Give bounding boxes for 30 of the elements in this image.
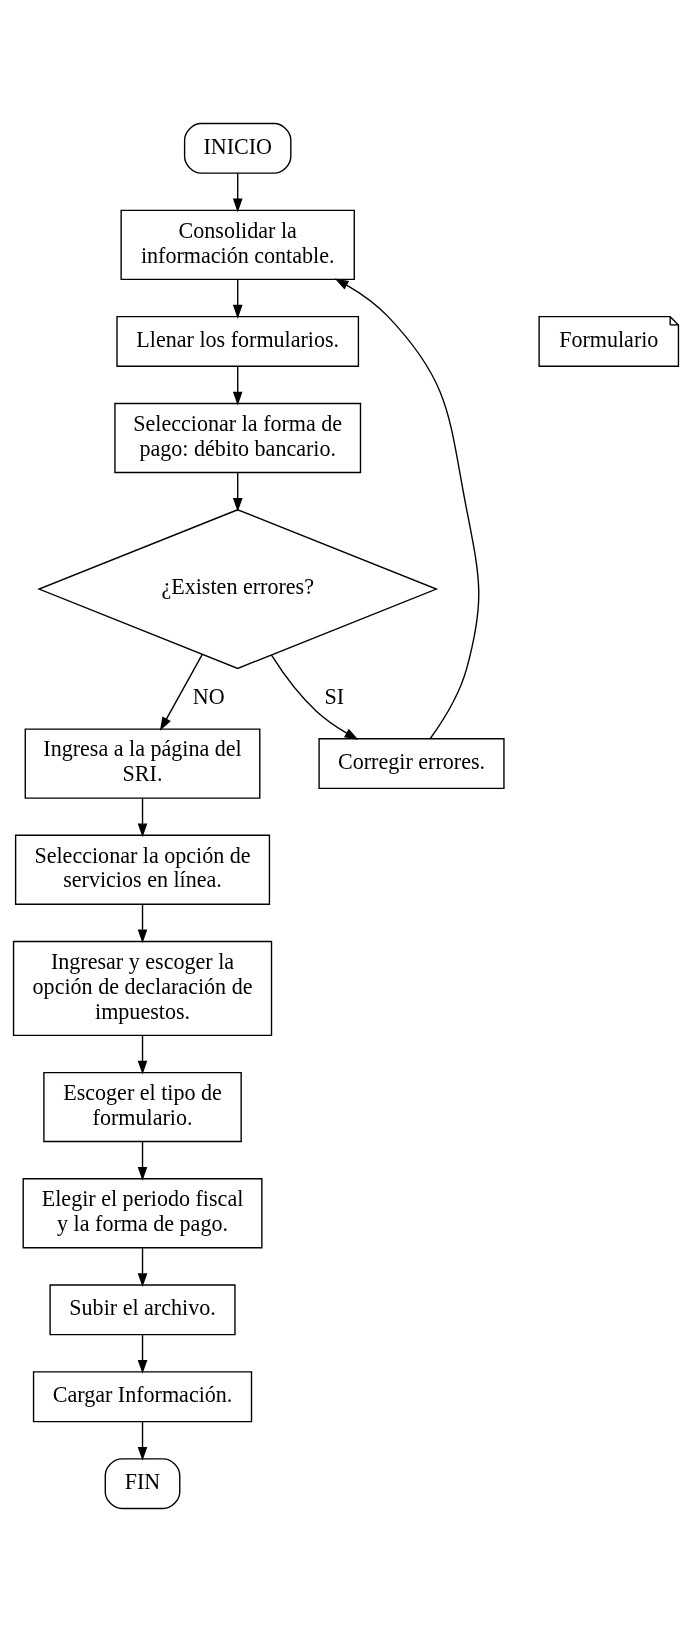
node-box: Escoger el tipo de formulario. (43, 1071, 242, 1142)
node-box: Corregir errores. (318, 737, 505, 789)
arrow (137, 1034, 148, 1074)
node-box: Ingresar y escoger la opción de declaración de impuestos. (12, 940, 273, 1036)
arrow (137, 903, 148, 943)
arrow (232, 471, 243, 512)
node-box: Consolidar la información contable. (120, 209, 355, 280)
arrow (270, 654, 359, 740)
arrow (137, 797, 148, 837)
node-box: Cargar Información. (32, 1370, 253, 1422)
arrow (232, 278, 243, 319)
node-box: Elegir el periodo fiscal y la forma de pago. (22, 1177, 263, 1248)
node-box: Seleccionar la opción de servicios en línea. (14, 834, 271, 905)
node-diamond: ¿Existen errores? (37, 508, 439, 669)
arrow (137, 1140, 148, 1181)
node-box: Ingresa a la página del SRI. (24, 727, 261, 799)
edge-label: NO (192, 683, 225, 709)
node-box: Subir el archivo. (49, 1283, 236, 1335)
node-box: INICIO (183, 122, 292, 174)
arrow (137, 1246, 148, 1287)
node-box: Seleccionar la forma de pago: débito bancario. (114, 402, 362, 473)
arrow (232, 365, 243, 405)
arrow (137, 1333, 148, 1374)
node-box: Llenar los formularios. (116, 315, 360, 367)
arrow (334, 278, 480, 739)
arrow (159, 653, 203, 731)
edge-label: SI (324, 683, 345, 709)
arrow (137, 1420, 148, 1461)
node-box: FIN (104, 1457, 181, 1509)
arrow (232, 172, 243, 212)
